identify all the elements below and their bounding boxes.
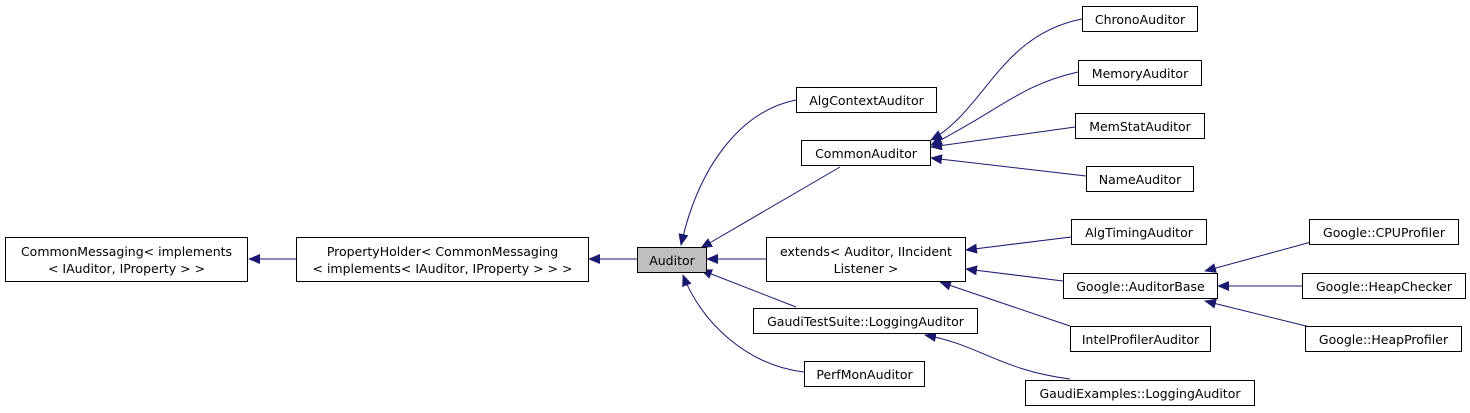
node-memory-auditor[interactable]: MemoryAuditor: [1078, 60, 1202, 86]
edge-memory-auditor-to-common-auditor: [930, 71, 1079, 146]
node-property-holder-line-2: < implements< IAuditor, IProperty > > >: [312, 260, 573, 276]
node-perf-mon-auditor-label: PerfMonAuditor: [816, 366, 913, 382]
node-property-holder[interactable]: PropertyHolder< CommonMessaging < implem…: [296, 237, 589, 282]
node-gaudi-test-suite-logging-auditor-label: GaudiTestSuite::LoggingAuditor: [767, 313, 964, 329]
edge-gaudi-test-suite-logging-to-auditor: [700, 269, 797, 308]
node-extends-auditor-line-2: Listener >: [833, 260, 899, 276]
node-common-messaging-line-2: < IAuditor, IProperty > >: [47, 260, 206, 276]
node-auditor-label: Auditor: [649, 252, 695, 268]
node-google-auditor-base-label: Google::AuditorBase: [1076, 278, 1205, 294]
edge-google-auditor-base-to-extends: [965, 265, 1064, 282]
node-google-heap-checker-label: Google::HeapChecker: [1315, 278, 1453, 294]
edge-alg-context-auditor-to-auditor: [678, 99, 797, 246]
node-common-messaging[interactable]: CommonMessaging< implements < IAuditor, …: [5, 237, 248, 282]
node-alg-context-auditor[interactable]: AlgContextAuditor: [796, 87, 937, 113]
node-property-holder-line-1: PropertyHolder< CommonMessaging: [326, 243, 559, 259]
edge-chrono-auditor-to-common-auditor: [930, 18, 1083, 141]
node-common-auditor[interactable]: CommonAuditor: [801, 140, 931, 166]
node-gaudi-test-suite-logging-auditor[interactable]: GaudiTestSuite::LoggingAuditor: [753, 308, 978, 334]
node-alg-timing-auditor-label: AlgTimingAuditor: [1085, 224, 1193, 240]
node-memory-auditor-label: MemoryAuditor: [1091, 65, 1189, 81]
node-chrono-auditor-label: ChronoAuditor: [1094, 11, 1186, 27]
node-intel-profiler-auditor[interactable]: IntelProfilerAuditor: [1070, 326, 1211, 352]
node-name-auditor[interactable]: NameAuditor: [1086, 166, 1194, 192]
edge-google-heap-profiler-to-google-auditor-base: [1204, 298, 1311, 328]
node-google-cpu-profiler[interactable]: Google::CPUProfiler: [1309, 219, 1459, 245]
node-gaudi-examples-logging-auditor[interactable]: GaudiExamples::LoggingAuditor: [1025, 380, 1255, 406]
node-google-auditor-base[interactable]: Google::AuditorBase: [1063, 273, 1218, 299]
node-intel-profiler-auditor-label: IntelProfilerAuditor: [1081, 331, 1200, 347]
node-google-heap-checker[interactable]: Google::HeapChecker: [1302, 273, 1466, 299]
node-chrono-auditor[interactable]: ChronoAuditor: [1082, 6, 1198, 32]
edge-gaudi-examples-logging-to-gaudi-test-suite-logging: [924, 332, 1071, 380]
edge-common-auditor-to-auditor: [700, 166, 841, 249]
node-extends-auditor-line-1: extends< Auditor, IIncident: [780, 243, 952, 259]
node-gaudi-examples-logging-auditor-label: GaudiExamples::LoggingAuditor: [1039, 385, 1241, 401]
edge-name-auditor-to-common-auditor: [930, 154, 1087, 177]
node-alg-context-auditor-label: AlgContextAuditor: [809, 92, 924, 108]
edge-mem-stat-auditor-to-common-auditor: [930, 126, 1076, 151]
node-extends-auditor[interactable]: extends< Auditor, IIncident Listener >: [766, 237, 966, 282]
edge-perf-mon-auditor-to-auditor: [682, 274, 805, 373]
node-google-heap-profiler[interactable]: Google::HeapProfiler: [1305, 326, 1462, 352]
edge-alg-timing-auditor-to-extends: [965, 236, 1072, 254]
node-name-auditor-label: NameAuditor: [1098, 171, 1182, 187]
node-auditor: Auditor: [637, 247, 707, 273]
node-perf-mon-auditor[interactable]: PerfMonAuditor: [804, 361, 925, 387]
node-common-auditor-label: CommonAuditor: [815, 145, 917, 161]
node-alg-timing-auditor[interactable]: AlgTimingAuditor: [1071, 219, 1207, 245]
node-mem-stat-auditor-label: MemStatAuditor: [1089, 118, 1191, 134]
edge-intel-profiler-auditor-to-extends: [939, 280, 1071, 327]
node-mem-stat-auditor[interactable]: MemStatAuditor: [1075, 113, 1205, 139]
node-google-heap-profiler-label: Google::HeapProfiler: [1318, 331, 1449, 347]
node-common-messaging-line-1: CommonMessaging< implements: [20, 243, 233, 259]
edge-google-cpu-profiler-to-google-auditor-base: [1204, 241, 1312, 273]
node-google-cpu-profiler-label: Google::CPUProfiler: [1323, 224, 1445, 240]
